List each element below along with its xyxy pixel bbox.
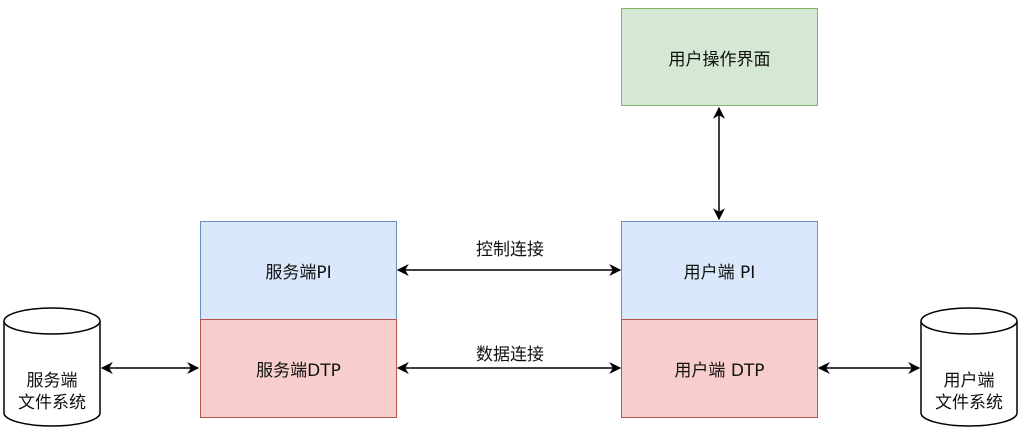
client-filesystem-cylinder <box>920 307 1018 427</box>
server-dtp-label: 服务端DTP <box>256 361 341 381</box>
data-connection-label: 数据连接 <box>476 345 544 365</box>
user-ui-label: 用户操作界面 <box>668 49 771 70</box>
client-filesystem-line2: 文件系统 <box>935 393 1003 413</box>
server-filesystem-line2: 文件系统 <box>18 393 86 413</box>
user-ui-box: 用户操作界面 <box>621 8 818 106</box>
control-connection-label: 控制连接 <box>476 240 544 260</box>
client-pi-label: 用户端 PI <box>683 263 756 283</box>
client-pi-box: 用户端 PI <box>621 221 818 320</box>
client-filesystem-label: 用户端 文件系统 <box>921 370 1017 414</box>
client-filesystem-line1: 用户端 <box>943 371 995 391</box>
client-dtp-box: 用户端 DTP <box>621 319 818 418</box>
server-pi-label: 服务端PI <box>265 263 332 283</box>
server-dtp-box: 服务端DTP <box>200 319 397 418</box>
server-filesystem-label: 服务端 文件系统 <box>4 370 100 414</box>
server-filesystem-line1: 服务端 <box>26 371 78 391</box>
client-dtp-label: 用户端 DTP <box>674 361 765 381</box>
server-pi-box: 服务端PI <box>200 221 397 320</box>
server-filesystem-cylinder <box>3 307 101 427</box>
